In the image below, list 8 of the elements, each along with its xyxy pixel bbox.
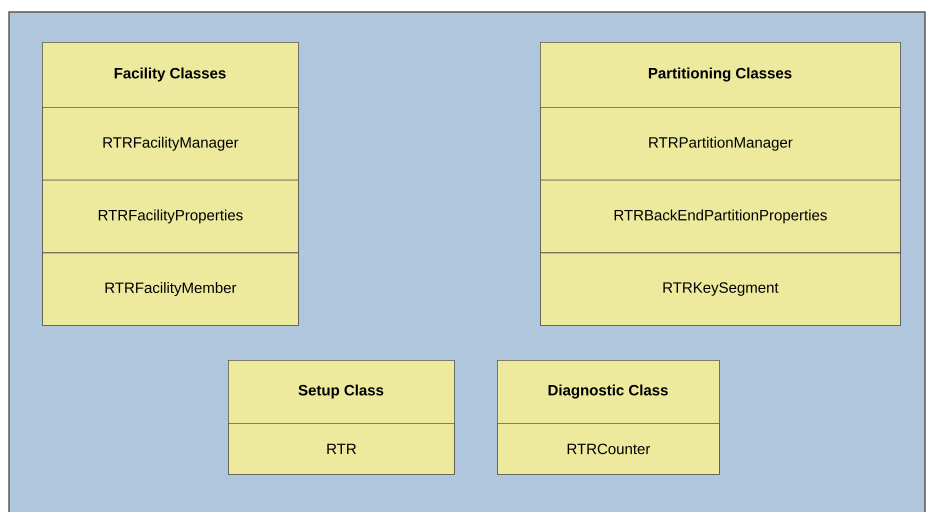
class-row: RTRPartitionManager <box>540 107 901 180</box>
class-row: RTRKeySegment <box>540 252 901 326</box>
class-row: RTRFacilityProperties <box>42 180 299 254</box>
class-row: RTR <box>228 423 455 475</box>
class-row: RTRBackEndPartitionProperties <box>540 180 901 254</box>
class-row: RTRFacilityMember <box>42 252 299 326</box>
class-row: RTRFacilityManager <box>42 107 299 180</box>
class-row: RTRCounter <box>497 423 720 475</box>
